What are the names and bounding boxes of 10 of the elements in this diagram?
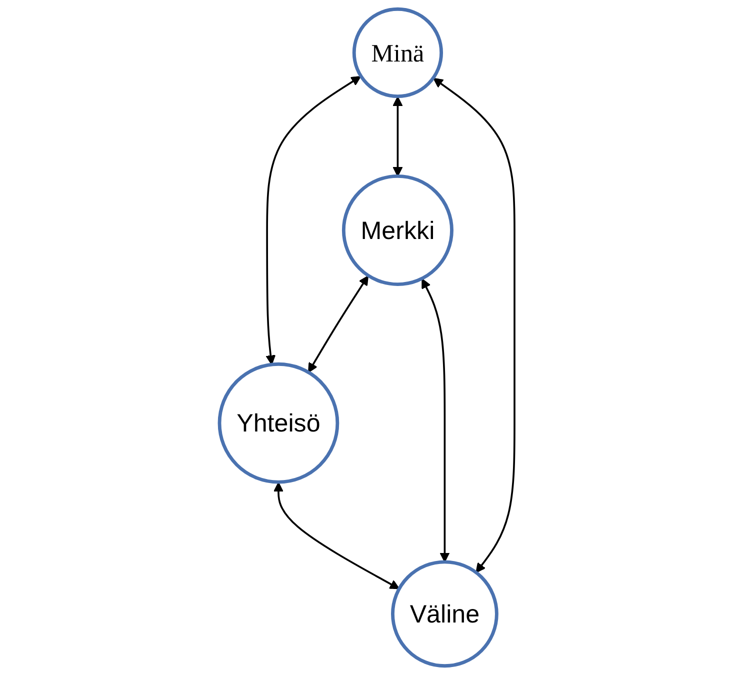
node-circle: Minä: [352, 7, 444, 98]
arrow: [266, 76, 362, 365]
arrow: [308, 276, 369, 373]
node-circle: Yhteisö: [218, 362, 340, 484]
arrow: [422, 278, 450, 562]
node-circle: Väline: [391, 560, 498, 668]
arrow: [392, 96, 403, 177]
arrow: [433, 78, 516, 573]
node-circle: Merkki: [342, 174, 454, 286]
arrow: [273, 482, 400, 590]
